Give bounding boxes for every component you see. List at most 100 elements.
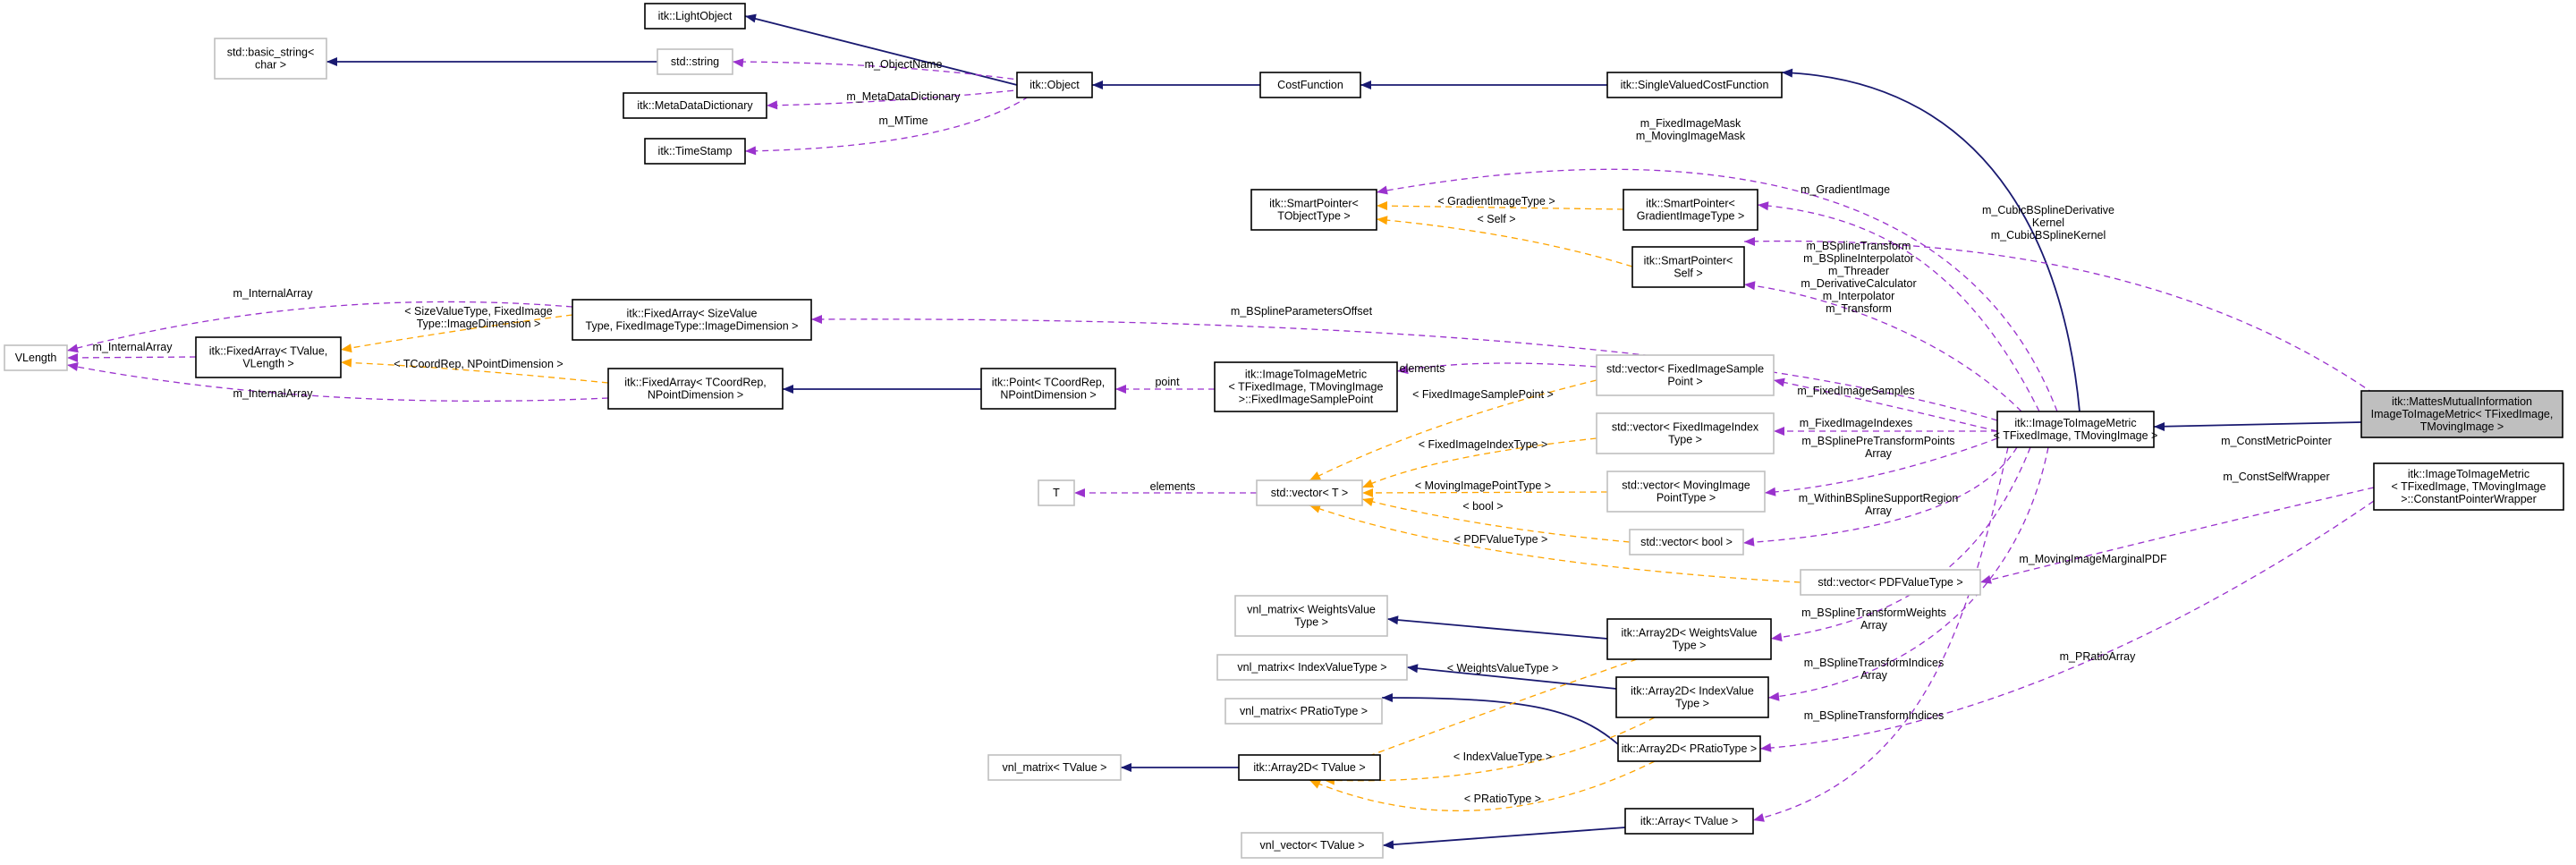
- class-node-cost[interactable]: CostFunction: [1259, 72, 1361, 98]
- class-node-i2im[interactable]: itk::ImageToImageMetric< TFixedImage, TM…: [1994, 411, 2158, 448]
- class-node-vpdf[interactable]: std::vector< PDFValueType >: [1800, 569, 1981, 596]
- class-node-vlen[interactable]: VLength: [4, 344, 68, 371]
- class-node-vT[interactable]: std::vector< T >: [1256, 479, 1363, 506]
- class-node-light[interactable]: itk::LightObject: [644, 3, 746, 30]
- class-node-arr[interactable]: itk::Array< TValue >: [1624, 808, 1754, 835]
- class-node-ts[interactable]: itk::TimeStamp: [644, 138, 746, 165]
- class-node-a2t[interactable]: itk::Array2D< TValue >: [1238, 754, 1381, 781]
- edge-label-l_masks: m_FixedImageMask: [1640, 117, 1741, 130]
- class-node-box-svcf[interactable]: [1606, 72, 1783, 98]
- class-node-box-fa_tc[interactable]: [607, 368, 784, 410]
- class-node-box-vmw[interactable]: [1234, 595, 1388, 637]
- class-node-mdd[interactable]: itk::MetaDataDictionary: [623, 92, 767, 119]
- class-node-spself[interactable]: itk::SmartPointer<Self >: [1631, 246, 1745, 288]
- class-node-box-spself[interactable]: [1631, 246, 1745, 288]
- class-node-box-obj[interactable]: [1016, 72, 1093, 98]
- class-node-box-fa_tv[interactable]: [195, 336, 342, 378]
- class-node-box-i2im[interactable]: [1996, 411, 2155, 448]
- class-node-box-a2t[interactable]: [1238, 754, 1381, 781]
- class-node-box-vb[interactable]: [1629, 529, 1744, 555]
- class-node-stdstr[interactable]: std::string: [657, 48, 733, 75]
- use-arrowhead-15: [811, 315, 822, 324]
- class-node-vfi[interactable]: std::vector< FixedImageIndexType >: [1596, 412, 1775, 454]
- edge-label-l_bool_t: < bool >: [1462, 500, 1503, 513]
- class-node-box-vT[interactable]: [1256, 479, 1363, 506]
- class-node-text-a2i: Type >: [1675, 698, 1709, 710]
- class-node-text-vmw: vnl_matrix< WeightsValue: [1247, 604, 1376, 616]
- class-node-box-light[interactable]: [644, 3, 746, 30]
- class-node-vb[interactable]: std::vector< bool >: [1629, 529, 1744, 555]
- class-node-box-arr[interactable]: [1624, 808, 1754, 835]
- class-node-vmt[interactable]: vnl_matrix< TValue >: [987, 754, 1122, 781]
- class-node-sp[interactable]: itk::SmartPointer<TObjectType >: [1250, 189, 1377, 231]
- class-node-box-fisp[interactable]: [1214, 361, 1398, 412]
- class-node-box-T[interactable]: [1038, 479, 1075, 506]
- inherit-arrowhead-41: [1382, 693, 1393, 702]
- class-node-box-vfs[interactable]: [1596, 354, 1775, 396]
- class-node-box-vmp[interactable]: [1224, 698, 1383, 725]
- class-node-box-mdd[interactable]: [623, 92, 767, 119]
- class-node-text-spself: Self >: [1674, 267, 1702, 280]
- class-node-a2p[interactable]: itk::Array2D< PRatioType >: [1617, 735, 1761, 762]
- edge-label-l_fisp_t: < FixedImageSamplePoint >: [1412, 388, 1554, 401]
- class-node-a2i[interactable]: itk::Array2D< IndexValueType >: [1615, 676, 1769, 718]
- class-node-fa_tv[interactable]: itk::FixedArray< TValue,VLength >: [195, 336, 342, 378]
- class-node-box-vmi2[interactable]: [1216, 654, 1408, 681]
- class-node-bstr[interactable]: std::basic_string<char >: [214, 38, 327, 80]
- class-node-box-vlen[interactable]: [4, 344, 68, 371]
- edge-label-l_mip_t: < MovingImagePointType >: [1415, 479, 1551, 492]
- use-edge-38: [1752, 446, 2009, 821]
- class-node-text-stdstr: std::string: [671, 55, 719, 68]
- class-node-fa_sv[interactable]: itk::FixedArray< SizeValueType, FixedIma…: [572, 299, 812, 341]
- use-arrowhead-38: [1753, 813, 1765, 822]
- class-node-box-matte[interactable]: [2360, 390, 2563, 438]
- class-node-text-fa_tv: VLength >: [242, 358, 293, 370]
- class-node-matte[interactable]: itk::MattesMutualInformationImageToImage…: [2360, 390, 2563, 438]
- edge-label-l_elem2: elements: [1150, 480, 1196, 493]
- class-node-obj[interactable]: itk::Object: [1016, 72, 1093, 98]
- class-node-fa_tc[interactable]: itk::FixedArray< TCoordRep,NPointDimensi…: [607, 368, 784, 410]
- class-node-box-vfi[interactable]: [1596, 412, 1775, 454]
- class-node-box-a2w[interactable]: [1606, 618, 1772, 660]
- class-node-box-a2i[interactable]: [1615, 676, 1769, 718]
- class-node-vmw[interactable]: vnl_matrix< WeightsValueType >: [1234, 595, 1388, 637]
- edge-label-l_bstw: m_BSplineTransformWeights: [1801, 606, 1946, 619]
- class-node-box-fa_sv[interactable]: [572, 299, 812, 341]
- class-node-box-bstr[interactable]: [214, 38, 327, 80]
- class-node-text-mdd: itk::MetaDataDictionary: [637, 99, 753, 112]
- class-node-a2w[interactable]: itk::Array2D< WeightsValueType >: [1606, 618, 1772, 660]
- class-node-box-pt[interactable]: [980, 368, 1116, 410]
- class-node-box-cpw[interactable]: [2373, 462, 2564, 511]
- class-node-box-vpdf[interactable]: [1800, 569, 1981, 596]
- class-node-box-vv[interactable]: [1241, 832, 1384, 859]
- inherit-arrowhead-39: [1387, 615, 1399, 625]
- class-node-box-vmi[interactable]: [1606, 471, 1766, 513]
- class-node-box-sp[interactable]: [1250, 189, 1377, 231]
- class-node-text-pt: NPointDimension >: [1000, 389, 1096, 402]
- class-node-pt[interactable]: itk::Point< TCoordRep,NPointDimension >: [980, 368, 1116, 410]
- class-node-box-vmt[interactable]: [987, 754, 1122, 781]
- class-node-text-vmw: Type >: [1294, 616, 1328, 629]
- class-node-T[interactable]: T: [1038, 479, 1075, 506]
- class-node-box-stdstr[interactable]: [657, 48, 733, 75]
- class-node-vfs[interactable]: std::vector< FixedImageSamplePoint >: [1596, 354, 1775, 396]
- class-node-text-i2im: itk::ImageToImageMetric: [2014, 417, 2136, 429]
- class-node-vmp[interactable]: vnl_matrix< PRatioType >: [1224, 698, 1383, 725]
- class-node-vmi2[interactable]: vnl_matrix< IndexValueType >: [1216, 654, 1408, 681]
- use-edge-12: [1757, 204, 2040, 412]
- class-node-cpw[interactable]: itk::ImageToImageMetric< TFixedImage, TM…: [2373, 462, 2564, 511]
- class-node-vmi[interactable]: std::vector< MovingImagePointType >: [1606, 471, 1766, 513]
- class-node-svcf[interactable]: itk::SingleValuedCostFunction: [1606, 72, 1783, 98]
- class-node-spgi[interactable]: itk::SmartPointer<GradientImageType >: [1623, 189, 1758, 231]
- class-node-fisp[interactable]: itk::ImageToImageMetric< TFixedImage, TM…: [1214, 361, 1398, 412]
- class-node-text-sp: TObjectType >: [1277, 210, 1350, 223]
- class-node-box-cost[interactable]: [1259, 72, 1361, 98]
- class-node-box-spgi[interactable]: [1623, 189, 1758, 231]
- edge-label-l_pdf_t: < PDFValueType >: [1454, 533, 1548, 546]
- class-node-vv[interactable]: vnl_vector< TValue >: [1241, 832, 1384, 859]
- class-node-box-a2p[interactable]: [1617, 735, 1761, 762]
- use-edge-36: [1767, 446, 2049, 699]
- class-node-box-ts[interactable]: [644, 138, 746, 165]
- class-node-text-svcf: itk::SingleValuedCostFunction: [1621, 79, 1769, 91]
